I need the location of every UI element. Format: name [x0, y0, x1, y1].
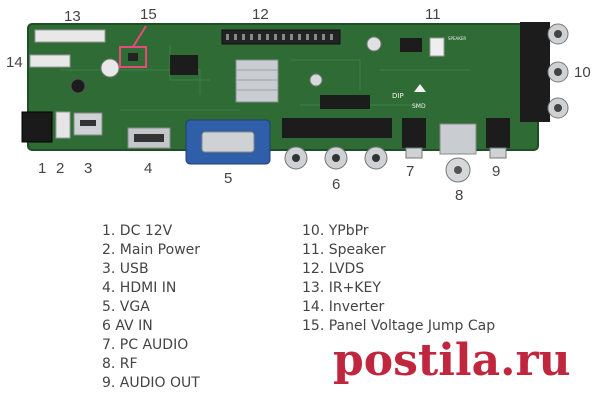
legend-item: 6 AV IN — [102, 318, 153, 334]
arrow-mark — [414, 84, 426, 92]
callout-14: 14 — [6, 54, 23, 71]
ir-key-connector — [34, 29, 106, 43]
capacitor — [366, 36, 382, 52]
legend-item: 14. Inverter — [302, 299, 385, 315]
speaker-connector — [429, 37, 445, 57]
callout-5: 5 — [224, 170, 233, 187]
watermark: postila.ru — [333, 335, 571, 386]
chip — [320, 95, 370, 109]
callout-13: 13 — [64, 8, 81, 25]
main-power-connector — [55, 111, 71, 139]
legend-item: 1. DC 12V — [102, 223, 173, 239]
legend-item: 11. Speaker — [302, 242, 386, 258]
callout-10: 10 — [574, 64, 591, 81]
callout-2: 2 — [56, 160, 65, 177]
rf-connector — [439, 123, 477, 155]
legend-item: 5. VGA — [102, 299, 150, 315]
jump-cap — [128, 53, 138, 61]
speaker-label: SPEAKER — [448, 36, 466, 41]
audio-out-jack — [486, 118, 510, 148]
callout-12: 12 — [252, 6, 269, 23]
ypbpr-jacks — [520, 22, 569, 122]
capacitor — [70, 78, 86, 94]
callout-6: 6 — [332, 176, 341, 193]
legend-item: 8. RF — [102, 356, 138, 372]
legend-left: 1. DC 12V 2. Main Power 3. USB 4. HDMI I… — [102, 222, 200, 393]
callout-15: 15 — [140, 6, 157, 23]
heatsink — [235, 59, 279, 103]
legend-item: 4. HDMI IN — [102, 280, 177, 296]
legend-item: 3. USB — [102, 261, 149, 277]
capacitor — [100, 58, 120, 78]
callout-1: 1 — [38, 160, 47, 177]
legend-item: 15. Panel Voltage Jump Cap — [302, 318, 496, 334]
legend-item: 9. AUDIO OUT — [102, 375, 200, 391]
av-in-jacks — [282, 118, 392, 170]
chip — [170, 55, 198, 75]
legend-item: 7. PC AUDIO — [102, 337, 189, 353]
smd-label: SMD — [412, 103, 426, 110]
capacitor — [309, 73, 323, 87]
pc-audio-jack — [402, 118, 426, 148]
callout-9: 9 — [492, 163, 501, 180]
inverter-connector — [29, 54, 71, 68]
dip-label: DIP — [392, 92, 404, 100]
callout-8: 8 — [455, 187, 464, 204]
legend-item: 13. IR+KEY — [302, 280, 381, 296]
callout-3: 3 — [84, 160, 93, 177]
legend-item: 12. LVDS — [302, 261, 365, 277]
chip — [400, 38, 422, 52]
callout-4: 4 — [144, 160, 153, 177]
jump-cap-pointer — [132, 25, 147, 48]
legend-item: 10. YPbPr — [302, 223, 369, 239]
dc-jack — [21, 111, 53, 143]
legend-right: 10. YPbPr 11. Speaker 12. LVDS 13. IR+KE… — [302, 222, 495, 336]
board-diagram: SPEAKER DIP SMD — [21, 22, 569, 183]
lvds-connector — [221, 29, 341, 45]
callout-7: 7 — [406, 163, 415, 180]
legend-item: 2. Main Power — [102, 242, 201, 258]
callout-11: 11 — [425, 6, 441, 23]
